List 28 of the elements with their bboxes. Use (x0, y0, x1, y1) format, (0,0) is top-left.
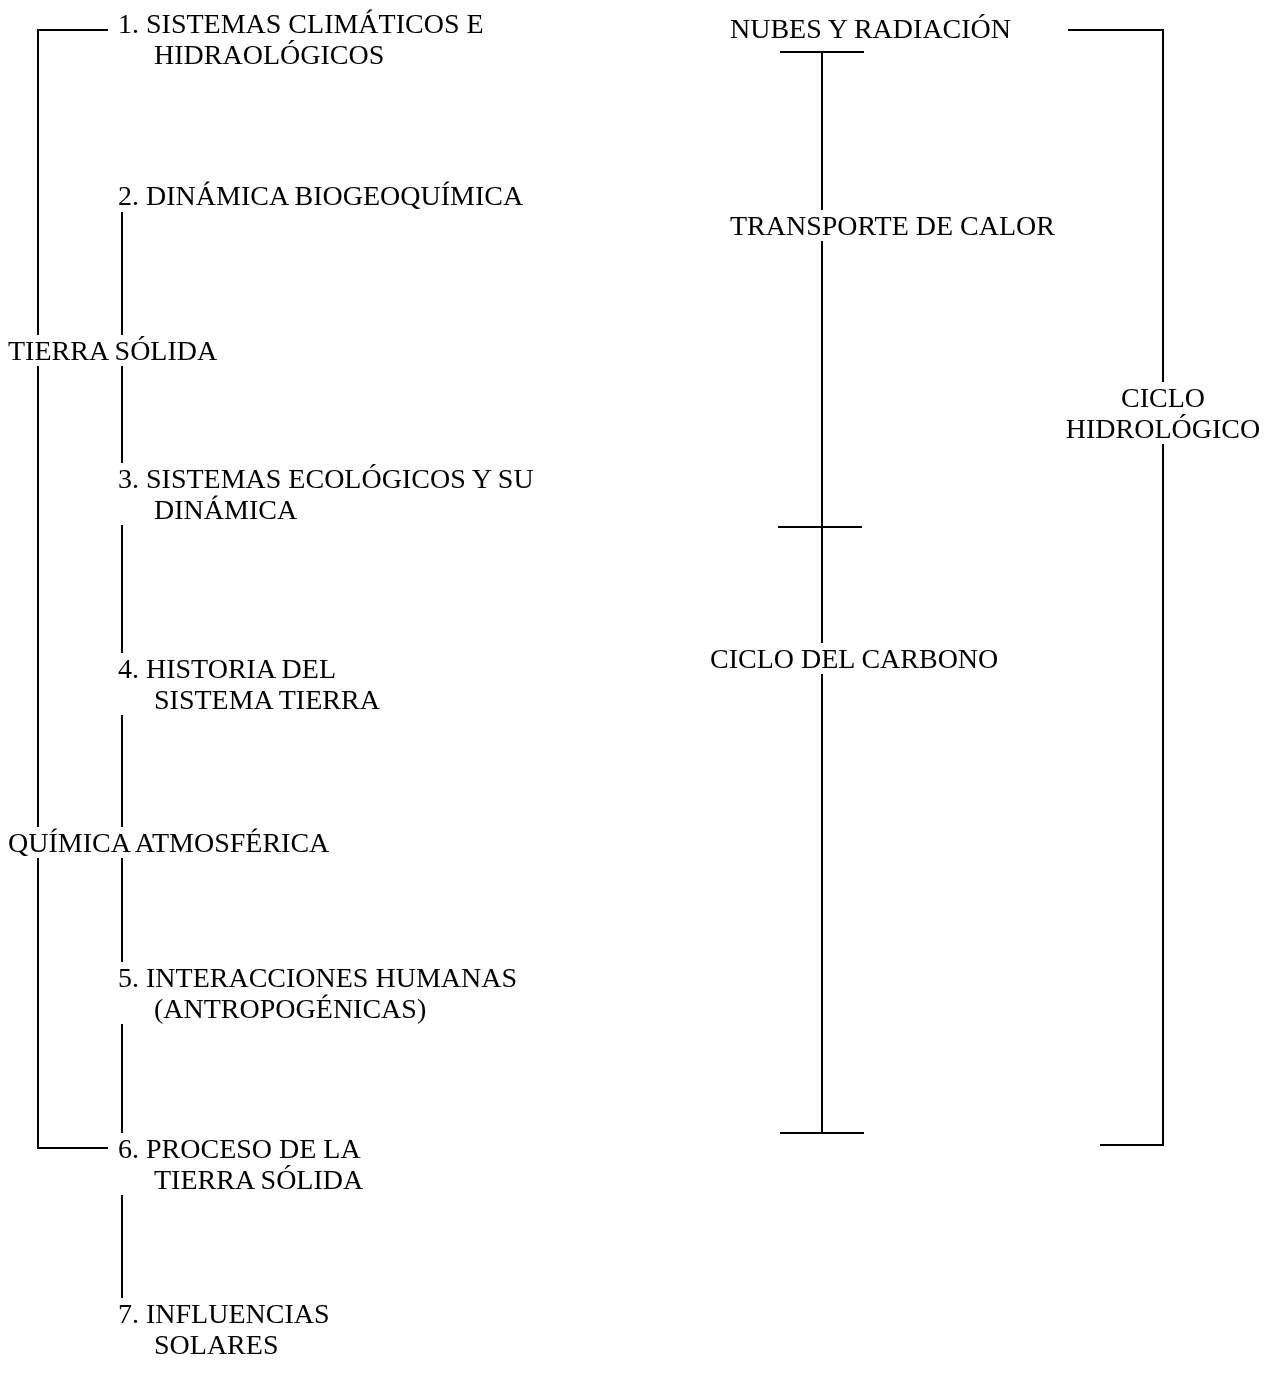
connector-line (1099, 443, 1164, 1146)
connector-line (121, 211, 123, 336)
connector-line (121, 1194, 123, 1299)
connector-line (121, 365, 123, 464)
topic-label: NUBES Y RADIACIÓN (730, 13, 1012, 44)
topic-label: 7. INFLUENCIAS SOLARES (118, 1298, 424, 1360)
topic-label: CICLO DEL CARBONO (710, 643, 999, 674)
connector-line (821, 240, 823, 644)
topic-label: 1. SISTEMAS CLIMÁTICOS E HIDRAOLÓGICOS (118, 8, 614, 70)
topic-label: CICLO HIDROLÓGICO (1058, 382, 1268, 444)
connector-line (121, 714, 123, 828)
connector-line (121, 857, 123, 963)
connector-line (779, 51, 865, 211)
topic-label: 6. PROCESO DE LA TIERRA SÓLIDA (118, 1133, 464, 1195)
connector-line (37, 29, 109, 336)
topic-label: 5. INTERACCIONES HUMANAS (ANTROPOGÉNICAS) (118, 962, 654, 1024)
connector-line (779, 673, 865, 1134)
topic-label: QUÍMICA ATMOSFÉRICA (8, 827, 330, 858)
topic-label: 3. SISTEMAS ECOLÓGICOS Y SU DINÁMICA (118, 463, 624, 525)
topic-label: 4. HISTORIA DEL SISTEMA TIERRA (118, 653, 444, 715)
connector-line (121, 524, 123, 654)
connector-line (1067, 29, 1164, 383)
connector-line (121, 1023, 123, 1134)
topic-label: 2. DINÁMICA BIOGEOQUÍMICA (118, 180, 524, 211)
connector-line (37, 365, 39, 828)
topic-label: TRANSPORTE DE CALOR (730, 210, 1055, 241)
topic-label: TIERRA SÓLIDA (8, 335, 218, 366)
connector-line (37, 857, 109, 1149)
